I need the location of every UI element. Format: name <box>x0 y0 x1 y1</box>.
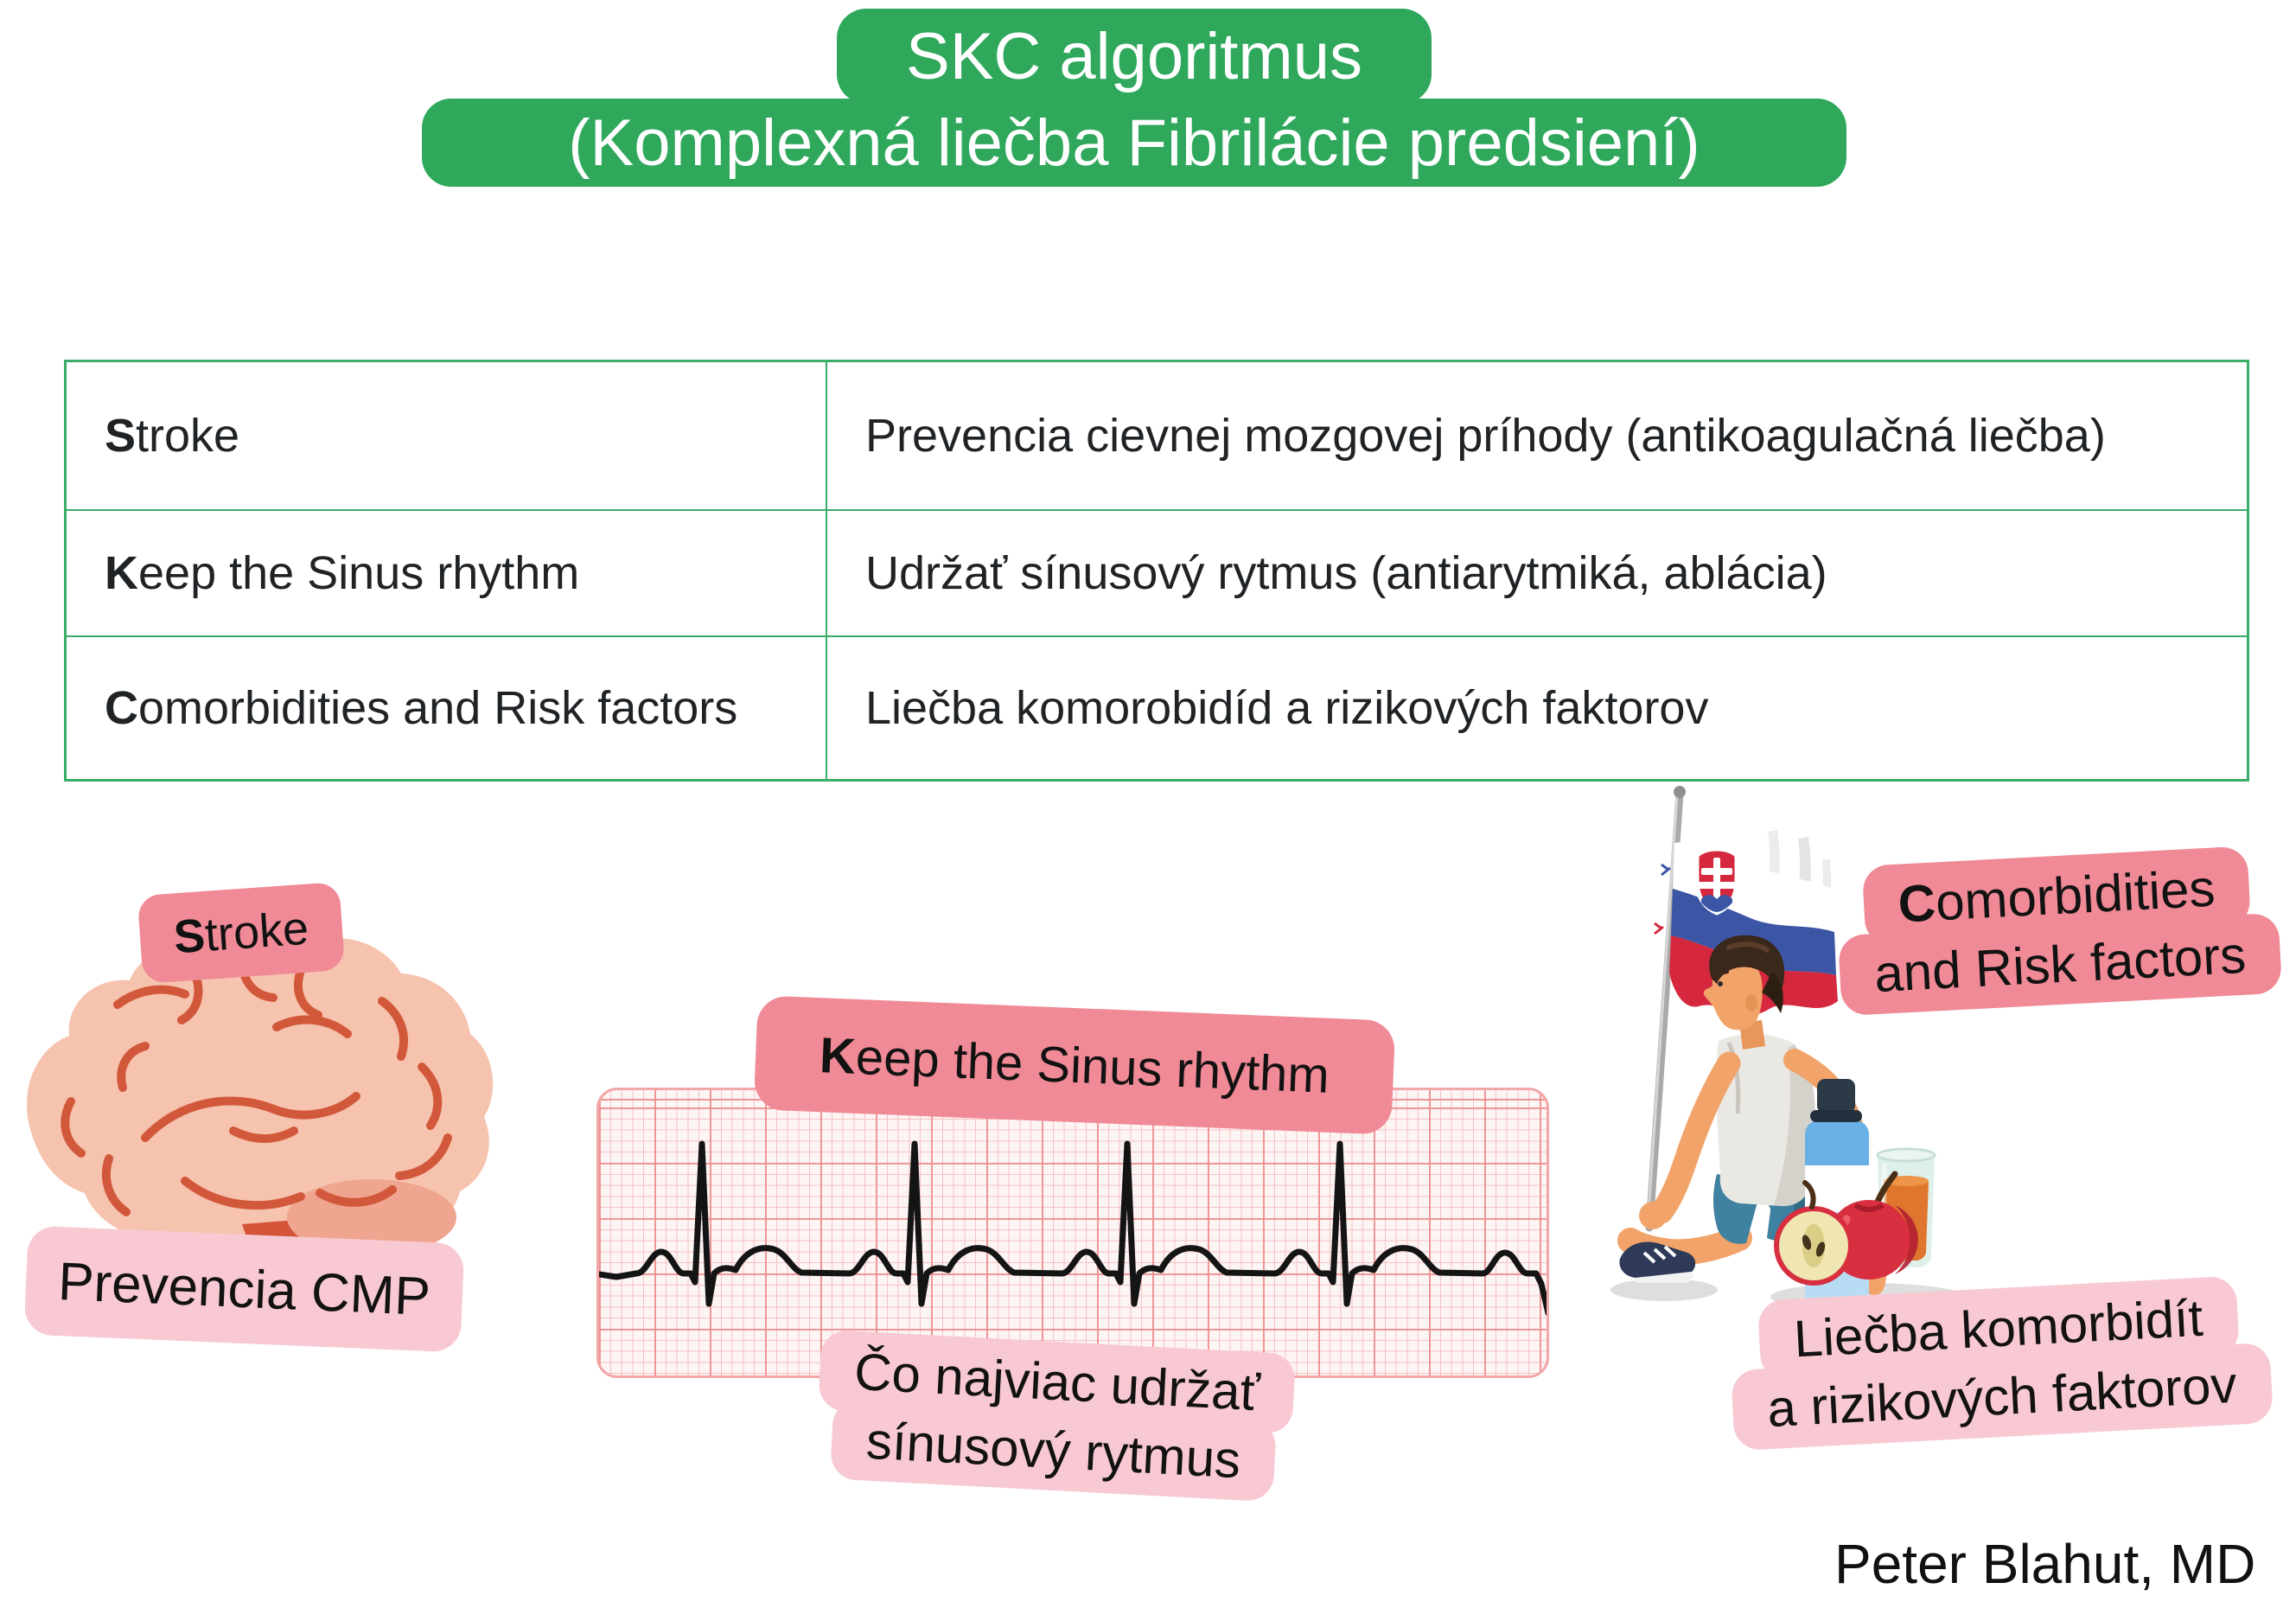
runner-illustration <box>1610 786 1964 1311</box>
table-cell-term: Keep the Sinus rhythm <box>67 511 827 637</box>
term-lead: K <box>105 546 138 599</box>
table-cell-description: Prevencia cievnej mozgovej príhody (anti… <box>827 362 2247 511</box>
page-subtitle: (Komplexná liečba Fibrilácie predsiení) <box>422 99 1846 187</box>
title-banner: SKC algoritmus (Komplexná liečba Fibrilá… <box>422 9 1846 187</box>
stroke-caption: Prevencia CMP <box>56 1251 432 1327</box>
term-lead: S <box>105 409 137 462</box>
term-lead: C <box>105 681 138 734</box>
page-title: SKC algoritmus <box>837 9 1432 104</box>
shadow <box>1610 1279 1718 1301</box>
badge-rest: troke <box>202 902 310 961</box>
stroke-caption-badge: Prevencia CMP <box>23 1225 465 1353</box>
sinus-caption-badge: Čo najviac udržať sínusový rytmus <box>814 1329 1297 1503</box>
badge-lead: K <box>818 1026 858 1085</box>
apples <box>1774 1171 1918 1286</box>
term-rest: troke <box>136 409 240 462</box>
badge-rest: eep the Sinus rhythm <box>854 1028 1331 1104</box>
badge-lead: C <box>1897 873 1937 934</box>
table-cell-description: Liečba komorobidíd a rizikových faktorov <box>865 681 1709 734</box>
term-rest: eep the Sinus rhythm <box>138 546 580 599</box>
ecg-trace <box>599 1140 1547 1316</box>
author-credit: Peter Blahut, MD <box>1834 1533 2256 1595</box>
badge-lead: S <box>172 909 207 964</box>
comorbidities-badge: Comorbidities and Risk factors <box>1834 845 2283 1017</box>
skc-table: Stroke Prevencia cievnej mozgovej príhod… <box>64 360 2249 782</box>
table-cell-description: Udržať sínusový rytmus (antiarytmiká, ab… <box>827 511 2247 637</box>
comorbidities-caption-badge: Liečba komorbidít a rizikových faktorov <box>1727 1274 2274 1452</box>
brain-illustration <box>27 928 494 1274</box>
ecg-paper <box>596 1088 1549 1378</box>
table-cell-term: Stroke <box>67 362 827 511</box>
stroke-badge: Stroke <box>137 881 346 985</box>
term-rest: omorbidities and Risk factors <box>138 681 738 734</box>
sneaker <box>1619 1241 1696 1283</box>
slovak-emblem <box>1694 846 1739 916</box>
table-cell-term: Comorbidities and Risk factors <box>67 637 827 779</box>
